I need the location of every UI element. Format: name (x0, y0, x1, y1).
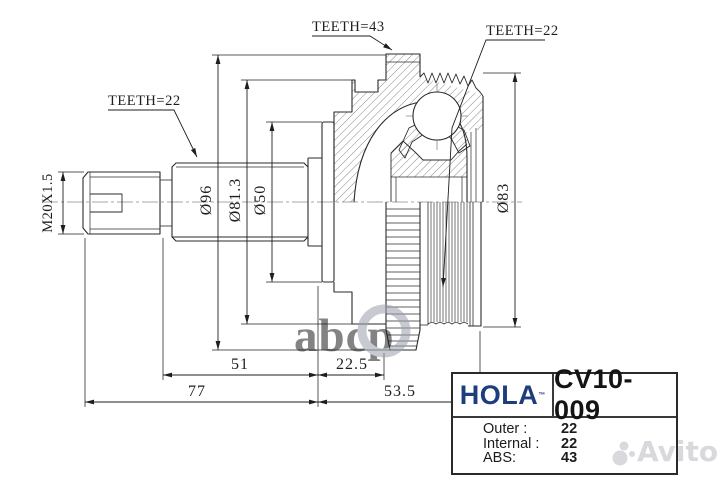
teeth-top-label: TEETH=43 (312, 19, 385, 35)
spec-label-internal: Internal : (483, 435, 540, 452)
hola-logo: HOLA (459, 379, 539, 410)
outer-race-section-fill (334, 54, 483, 202)
spec-value-outer: 22 (561, 421, 578, 437)
spec-label-outer: Outer : (483, 421, 528, 437)
spec-label-abs: ABS: (483, 450, 517, 467)
body-right-edge-lower (468, 202, 482, 327)
dim-length-77: 77 (188, 383, 206, 400)
stub-spline-teeth (430, 202, 468, 322)
cotter-slot (90, 193, 123, 213)
spec-value-internal: 22 (561, 435, 578, 452)
spec-row-outer: Outer : 22 (483, 422, 676, 437)
collar-outline (307, 157, 322, 247)
teeth-right-label: TEETH=22 (486, 23, 559, 39)
part-number-cell: CV10-009 (554, 364, 676, 425)
dim-length-51: 51 (231, 356, 249, 373)
teeth-left-label: TEETH=22 (108, 93, 181, 109)
leader-lines (108, 35, 545, 288)
thread-spec-label: M20X1.5 (40, 173, 56, 233)
trademark-symbol: ™ (538, 391, 546, 399)
abcp-watermark-ring (357, 304, 411, 358)
dim-diameter-96: Ø96 (198, 185, 215, 216)
dim-diameter-50: Ø50 (252, 185, 269, 216)
abcp-watermark: abcp (294, 304, 411, 362)
spec-value-abs: 43 (561, 450, 578, 467)
dim-diameter-81-3: Ø81.3 (227, 178, 244, 223)
spec-rows: Outer : 22 Internal : 22 ABS: 43 (453, 418, 676, 466)
dim-diameter-83: Ø83 (495, 183, 512, 214)
boot-seat-serrations (419, 72, 484, 97)
drawing-text: TEETH=22 TEETH=43 TEETH=22 M20X1.5 Ø96 Ø… (40, 19, 559, 400)
body-upper-profile (333, 53, 421, 202)
spline-end-scallops (427, 322, 469, 325)
cv-ball (412, 91, 462, 141)
leader-teeth-left (108, 109, 198, 158)
dimension-lines (60, 55, 518, 405)
spec-row-internal: Internal : 22 (483, 435, 676, 452)
part-number: CV10-009 (554, 364, 634, 425)
leader-teeth-top (312, 35, 393, 51)
spec-row-abs: ABS: 43 (483, 451, 676, 466)
dim-length-53-5: 53.5 (384, 383, 416, 400)
dim-length-22-5: 22.5 (336, 356, 368, 373)
inner-race-outline (390, 140, 468, 202)
leader-teeth-right (441, 39, 545, 288)
inner-race-section-fill (391, 141, 467, 177)
threaded-stub-outline (82, 171, 161, 235)
